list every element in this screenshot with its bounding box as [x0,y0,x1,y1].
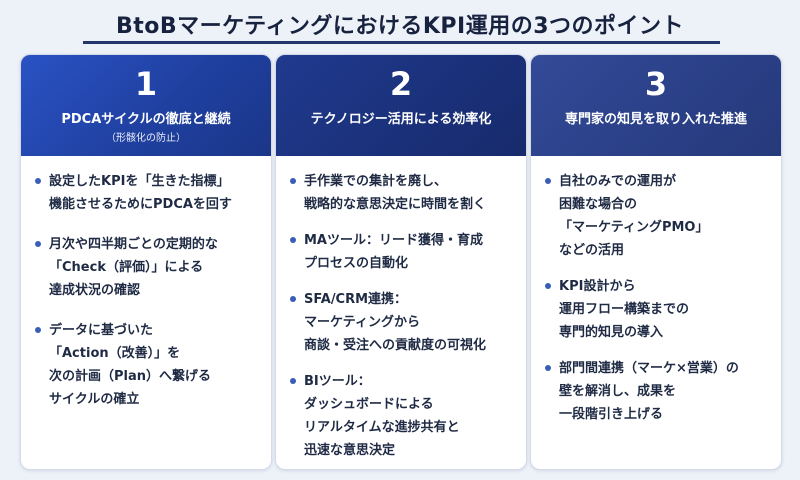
card-body: 設定したKPIを「生きた指標」 機能させるためにPDCAを回す 月次や四半期ごと… [21,156,271,411]
item-text: 月次や四半期ごとの定期的な 「Check（評価）」による 達成状況の確認 [49,237,218,298]
item-text: BIツール： ダッシュボードによる リアルタイムな進捗共有と 迅速な意思決定 [304,374,460,458]
card-header: 3 専門家の知見を取り入れた推進 [531,55,781,156]
list-item: 月次や四半期ごとの定期的な 「Check（評価）」による 達成状況の確認 [33,233,261,302]
item-text: データに基づいた 「Action（改善）」を 次の計画（Plan）へ繋げる サイ… [49,323,212,407]
list-item: MAツール：リード獲得・育成 プロセスの自動化 [288,229,516,275]
list-item: SFA/CRM連携： マーケティングから 商談・受注への貢献度の可視化 [288,288,516,357]
item-text: MAツール：リード獲得・育成 プロセスの自動化 [304,233,483,271]
item-text: 設定したKPIを「生きた指標」 機能させるためにPDCAを回す [49,174,232,212]
list-item: KPI設計から 運用フロー構築までの 専門的知見の導入 [543,275,771,344]
point-card-2: 2 テクノロジー活用による効率化 手作業での集計を廃し、 戦略的な意思決定に時間… [275,54,527,470]
item-text: 自社のみでの運用が 困難な場合の 「マーケティングPMO」 などの活用 [559,174,709,258]
point-card-3: 3 専門家の知見を取り入れた推進 自社のみでの運用が 困難な場合の 「マーケティ… [530,54,782,470]
card-number: 2 [389,65,413,103]
card-heading: 専門家の知見を取り入れた推進 [564,112,747,127]
list-item: BIツール： ダッシュボードによる リアルタイムな進捗共有と 迅速な意思決定 [288,370,516,462]
page-title: BtoBマーケティングにおけるKPI運用の3つのポイント [115,14,685,39]
card-heading: PDCAサイクルの徹底と継続 [61,112,231,127]
card-body: 自社のみでの運用が 困難な場合の 「マーケティングPMO」 などの活用 KPI設… [531,156,781,426]
bullet-icon [35,178,41,184]
card-number: 3 [644,65,668,103]
card-subheading: （形骸化の防止） [106,133,186,144]
points-container: 1 PDCAサイクルの徹底と継続 （形骸化の防止） 設定したKPIを「生きた指標… [20,54,782,470]
bullet-icon [545,365,551,371]
bullet-icon [545,178,551,184]
item-text: SFA/CRM連携： マーケティングから 商談・受注への貢献度の可視化 [304,292,487,353]
bullet-icon [35,327,41,333]
card-number: 1 [134,65,158,103]
bullet-icon [290,378,296,384]
bullet-icon [290,237,296,243]
card-body: 手作業での集計を廃し、 戦略的な意思決定に時間を割く MAツール：リード獲得・育… [276,156,526,462]
point-card-1: 1 PDCAサイクルの徹底と継続 （形骸化の防止） 設定したKPIを「生きた指標… [20,54,272,470]
item-text: 手作業での集計を廃し、 戦略的な意思決定に時間を割く [304,174,487,212]
list-item: 手作業での集計を廃し、 戦略的な意思決定に時間を割く [288,170,516,216]
bullet-icon [35,241,41,247]
item-text: KPI設計から 運用フロー構築までの 専門的知見の導入 [559,279,690,340]
list-item: データに基づいた 「Action（改善）」を 次の計画（Plan）へ繋げる サイ… [33,319,261,411]
list-item: 部門間連携（マーケ×営業）の 壁を解消し、成果を 一段階引き上げる [543,357,771,426]
card-header: 1 PDCAサイクルの徹底と継続 （形骸化の防止） [21,55,271,156]
card-header: 2 テクノロジー活用による効率化 [276,55,526,156]
title-underline [83,41,720,44]
item-text: 部門間連携（マーケ×営業）の 壁を解消し、成果を 一段階引き上げる [559,361,739,422]
bullet-icon [290,178,296,184]
bullet-icon [545,283,551,289]
bullet-icon [290,296,296,302]
card-heading: テクノロジー活用による効率化 [310,112,492,127]
list-item: 設定したKPIを「生きた指標」 機能させるためにPDCAを回す [33,170,261,216]
list-item: 自社のみでの運用が 困難な場合の 「マーケティングPMO」 などの活用 [543,170,771,262]
